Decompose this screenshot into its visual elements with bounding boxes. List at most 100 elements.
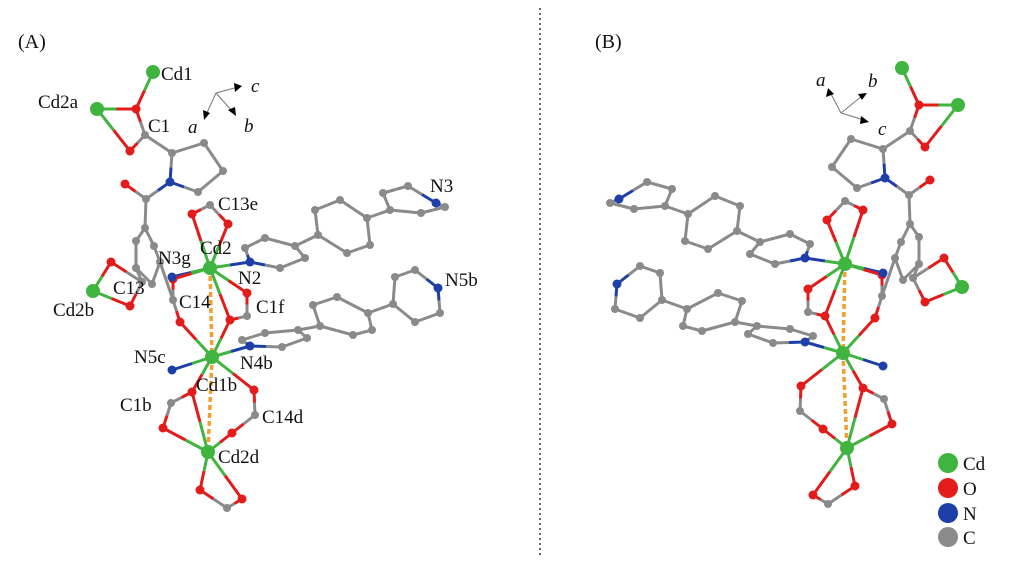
atom-o15 [850, 481, 860, 491]
atom-f5 [769, 339, 777, 347]
atom-f3 [753, 322, 761, 330]
atom-p1 [879, 145, 887, 153]
atom-c14d [796, 407, 804, 415]
atom-e2 [379, 189, 387, 197]
atom-r6 [150, 242, 158, 250]
axis-label-c: c [251, 76, 260, 97]
atom-n3 [614, 194, 624, 204]
atom-p3 [828, 163, 836, 171]
atom-c2 [223, 504, 231, 512]
atom-g3 [714, 289, 722, 297]
label-n4b: N4b [240, 353, 273, 374]
label-n5b: N5b [445, 270, 478, 291]
atom-e6 [630, 205, 638, 213]
atom-r2 [132, 237, 140, 245]
label-c13: C13 [113, 278, 145, 299]
atom-p1 [168, 149, 176, 157]
molecule-panel-b [606, 61, 969, 508]
atom-c1 [906, 127, 914, 135]
atom-n5c [878, 361, 888, 371]
atom-r5 [156, 258, 164, 266]
atom-o7 [858, 205, 868, 215]
label-n3: N3 [430, 176, 453, 197]
atom-h1 [658, 296, 666, 304]
atom-r6 [897, 238, 905, 246]
atom-cd1 [146, 65, 160, 79]
atom-n5c [167, 365, 177, 375]
atom-o13 [249, 385, 259, 395]
atom-cd2 [203, 261, 217, 275]
atom-a5 [771, 260, 779, 268]
atom-cd2a [951, 98, 965, 112]
cd-cd-contact [841, 263, 847, 354]
atom-o10 [225, 315, 235, 325]
atom-e3 [404, 182, 412, 190]
label-c14d: C14d [262, 407, 304, 428]
atom-o5 [175, 317, 185, 327]
label-c13e: C13e [218, 194, 258, 215]
atom-c14d [251, 411, 259, 419]
atom-b1 [314, 231, 322, 239]
cd-cd-contact [841, 352, 849, 449]
atom-g1 [731, 318, 739, 326]
atom-o2 [125, 146, 135, 156]
atom-o11 [187, 387, 197, 397]
atom-r5 [891, 254, 899, 262]
atom-g4 [683, 305, 691, 313]
bond [218, 293, 232, 321]
atom-o4 [125, 301, 135, 311]
atom-f2 [261, 329, 269, 337]
atom-f4 [744, 330, 752, 338]
atom-o9 [242, 288, 252, 298]
atom-r3 [132, 264, 140, 272]
atom-g2 [309, 301, 317, 309]
axis-label-b: b [244, 116, 254, 137]
atom-a4 [301, 254, 309, 262]
atom-n5b [612, 279, 622, 289]
atom-cc [905, 191, 913, 199]
atom-g2 [738, 297, 746, 305]
bond [190, 391, 202, 423]
atom-b3 [336, 196, 344, 204]
label-n5c: N5c [134, 347, 166, 368]
atom-c13 [138, 278, 146, 286]
atom-o8 [223, 219, 233, 229]
atom-o15 [195, 485, 205, 495]
atom-c1b [880, 395, 888, 403]
atom-a1 [241, 244, 249, 252]
axis-label-a: a [188, 117, 198, 138]
atom-o16 [237, 494, 247, 504]
label-c1f: C1f [256, 297, 285, 318]
atom-cd2d [201, 445, 215, 459]
atom-o3 [106, 257, 116, 267]
atom-e6 [417, 209, 425, 217]
atom-g6 [349, 331, 357, 339]
axis-label-c-b: c [878, 119, 887, 140]
label-n2: N2 [238, 268, 261, 289]
atom-o3 [939, 253, 949, 263]
atom-e5 [606, 199, 614, 207]
atom-o4 [920, 297, 930, 307]
label-c14: C14 [179, 292, 211, 313]
atom-cd2 [838, 257, 852, 271]
atom-o11 [858, 383, 868, 393]
atom-o14 [818, 424, 828, 434]
atom-h6 [411, 318, 419, 326]
panel-label-b: (B) [595, 31, 622, 53]
atom-f1 [238, 336, 246, 344]
bond [852, 209, 865, 238]
atom-n3g [878, 268, 888, 278]
atom-e3 [643, 178, 651, 186]
atom-g3 [333, 293, 341, 301]
atom-cc [142, 195, 150, 203]
label-c1: C1 [148, 116, 170, 137]
atom-b6 [704, 245, 712, 253]
atom-h2 [656, 269, 664, 277]
atom-g1 [316, 322, 324, 330]
label-cd2a: Cd2a [38, 92, 79, 113]
atom-a2 [261, 234, 269, 242]
atom-h5 [611, 305, 619, 313]
label-cd2d: Cd2d [218, 447, 260, 468]
atom-b6 [343, 249, 351, 257]
atom-h6 [636, 314, 644, 322]
